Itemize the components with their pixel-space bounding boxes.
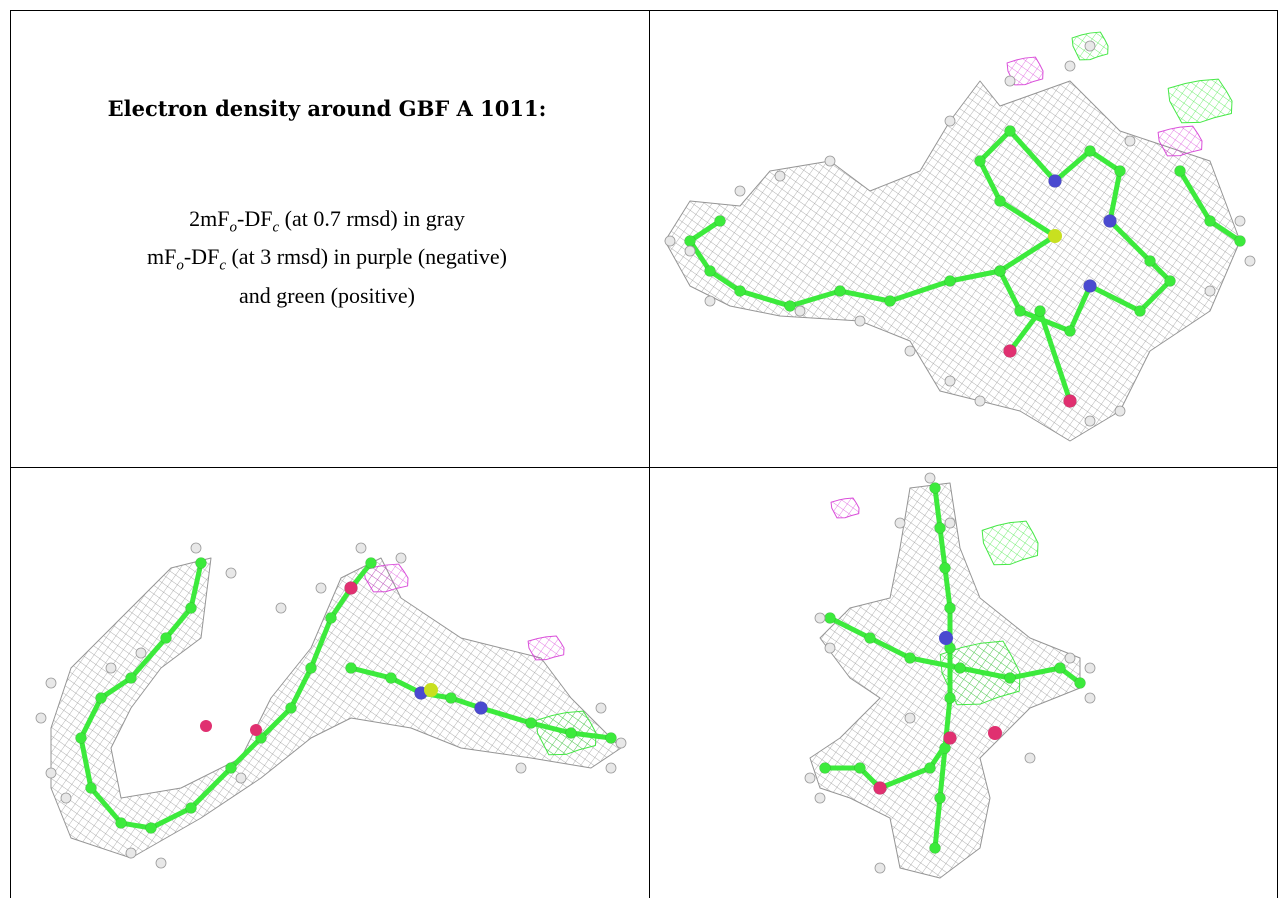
nitrogen-atom <box>939 631 953 645</box>
magnesium-atom <box>424 683 438 697</box>
caption-line-2: mFo-DFc (at 3 rmsd) in purple (negative) <box>147 244 507 274</box>
density-panel-top-right <box>650 11 1277 467</box>
purple-density-blob <box>527 635 565 661</box>
hydrogen-atoms <box>804 472 1096 874</box>
gray-density-mesh <box>664 80 1241 442</box>
hydrogen-atoms <box>35 542 627 869</box>
caption-cell: Electron density around GBF A 1011: 2mFo… <box>11 11 649 467</box>
caption-line-1: 2mFo-DFc (at 0.7 rmsd) in gray <box>189 206 465 236</box>
purple-density-blob <box>1006 56 1044 86</box>
density-panel-bottom-left <box>11 468 649 898</box>
caption-line-3: and green (positive) <box>239 282 415 308</box>
purple-density-blob <box>830 497 860 519</box>
green-density-blob <box>1167 78 1233 124</box>
gray-density-mesh <box>50 557 622 859</box>
table-border-center <box>649 10 650 898</box>
hydrogen-atoms <box>664 40 1256 427</box>
density-render-bottom-right <box>804 472 1096 879</box>
oxygen-atom <box>200 720 212 732</box>
table-border-left <box>10 10 11 898</box>
caption-legend: 2mFo-DFc (at 0.7 rmsd) in gray mFo-DFc (… <box>21 204 633 311</box>
green-density-blob <box>981 520 1039 566</box>
phytyl-tail <box>684 215 1006 312</box>
density-panel-bottom-right <box>650 468 1277 898</box>
caption-title: Electron density around GBF A 1011: <box>107 96 547 121</box>
density-render-bottom-left <box>35 542 627 869</box>
gray-density-mesh <box>809 482 1081 879</box>
phytyl-tail <box>75 557 377 834</box>
table-border-top <box>10 10 1278 11</box>
density-render-top-right <box>664 31 1256 442</box>
magnesium-atom <box>1048 229 1062 243</box>
horizontal-chain <box>824 612 1086 689</box>
oxygen-atom <box>250 724 262 736</box>
table-border-middle <box>10 467 1278 468</box>
ester-group <box>819 731 957 795</box>
ester-group <box>1003 305 1077 408</box>
purple-density-blob <box>1157 125 1203 157</box>
purple-density-blob <box>363 563 409 593</box>
oxygen-atom <box>988 726 1002 740</box>
ethyl-group <box>1174 165 1246 247</box>
